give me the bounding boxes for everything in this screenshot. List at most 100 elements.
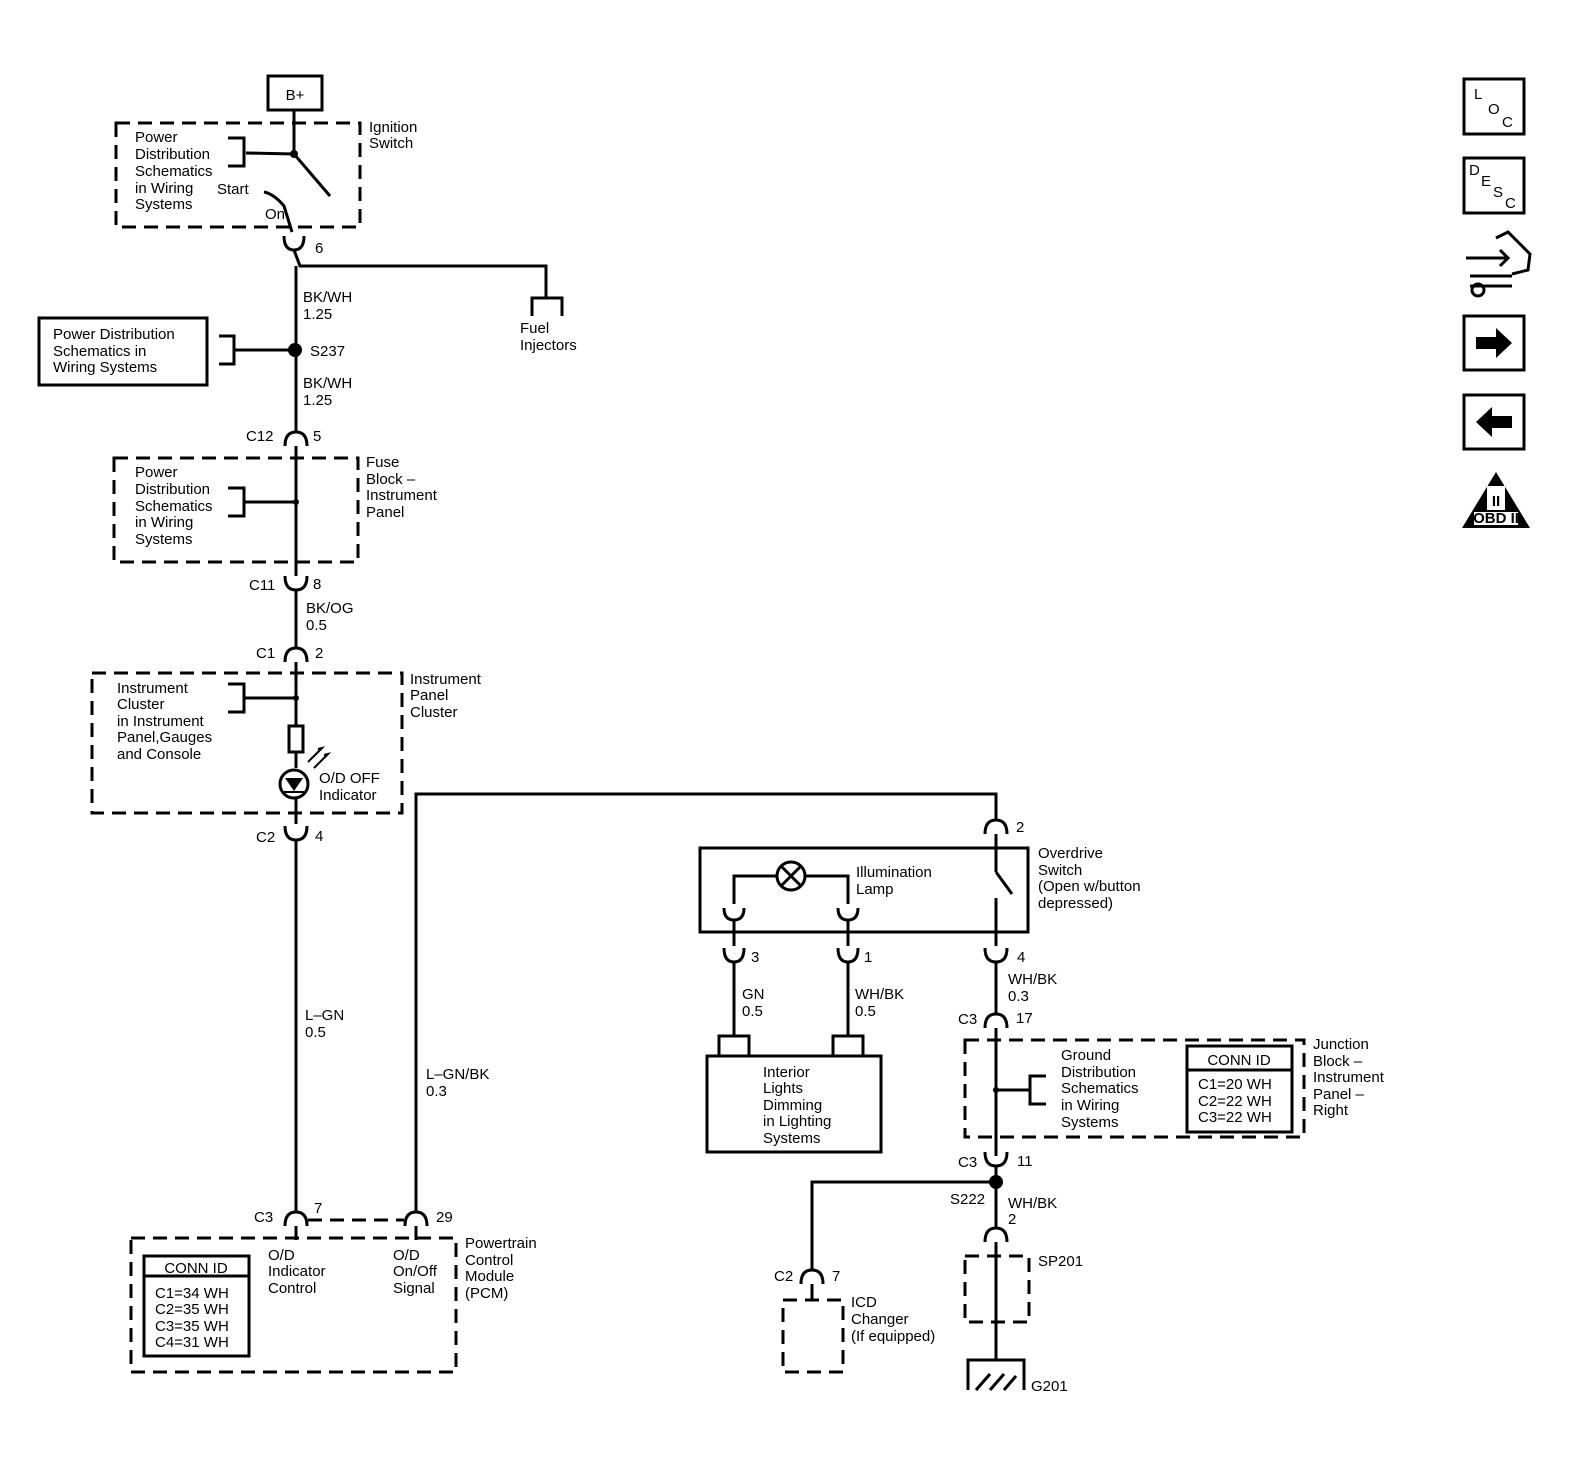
svg-text:Systems: Systems: [1061, 1114, 1119, 1131]
svg-text:Powertrain: Powertrain: [465, 1235, 537, 1252]
svg-text:Ground: Ground: [1061, 1047, 1111, 1064]
wire-label-gn: GN 0.5: [742, 986, 765, 1020]
fuel-injectors: Fuel Injectors: [292, 249, 577, 354]
svg-text:E: E: [1481, 173, 1491, 190]
obd-numeral: II: [1492, 493, 1500, 510]
svg-text:(If equipped): (If equipped): [851, 1328, 935, 1345]
junction-block-name: Junction Block – Instrument Panel – Righ…: [1313, 1036, 1385, 1119]
svg-text:C2=22 WH: C2=22 WH: [1198, 1093, 1272, 1110]
loc-button[interactable]: L O C: [1462, 77, 1526, 136]
next-button[interactable]: [1462, 314, 1526, 372]
svg-text:Instrument: Instrument: [366, 487, 438, 504]
ignition-switch: Power Distribution Schematics in Wiring …: [114, 110, 417, 257]
svg-text:Schematics: Schematics: [1061, 1080, 1139, 1097]
arrow-right-icon: [1476, 328, 1512, 358]
ignition-ref-text: Power Distribution Schematics in Wiring …: [135, 129, 213, 213]
fuse-block-name: Fuse Block – Instrument Panel: [366, 454, 438, 521]
svg-text:Distribution: Distribution: [1061, 1064, 1136, 1081]
wire-label-whbk-2: WH/BK 0.3: [1008, 971, 1057, 1005]
illumination-lamp: [722, 860, 860, 946]
icd-changer: C2 7 ICD Changer (If equipped): [774, 1268, 935, 1374]
svg-text:Instrument: Instrument: [1313, 1069, 1385, 1086]
svg-text:in Lighting: in Lighting: [763, 1113, 831, 1130]
icd-pin-7: 7: [832, 1268, 840, 1285]
svg-text:in Wiring: in Wiring: [135, 514, 193, 531]
od-off-indicator-led: [278, 746, 332, 800]
svg-text:Overdrive: Overdrive: [1038, 845, 1103, 862]
od-indicator-control-label: O/D Indicator Control: [268, 1247, 326, 1297]
svg-text:On/Off: On/Off: [393, 1263, 438, 1280]
cluster-c2-label: C2: [256, 829, 275, 846]
svg-text:S: S: [1493, 184, 1503, 201]
connector-wrench-icon[interactable]: [1466, 230, 1532, 298]
svg-text:depressed): depressed): [1038, 895, 1113, 912]
svg-text:Schematics: Schematics: [135, 163, 213, 180]
svg-text:Lights: Lights: [763, 1080, 803, 1097]
svg-text:Panel: Panel: [410, 687, 448, 704]
wire-label-lgnbk: L–GN/BK 0.3: [426, 1066, 489, 1100]
svg-text:Indicator: Indicator: [268, 1263, 326, 1280]
svg-text:and Console: and Console: [117, 746, 201, 763]
svg-text:C3=35 WH: C3=35 WH: [155, 1318, 229, 1335]
cluster-ref-text: Instrument Cluster in Instrument Panel,G…: [117, 680, 212, 763]
fuse-ref-text: Power Distribution Schematics in Wiring …: [135, 464, 213, 548]
svg-text:(PCM): (PCM): [465, 1285, 508, 1302]
powertrain-control-module: C3 7 29 CONN ID C1=34 WH C2=35 WH C3=35 …: [129, 1200, 537, 1374]
od-switch-pin-1: 1: [864, 949, 872, 966]
obd-ii-button[interactable]: II OBD II: [1462, 472, 1530, 528]
desc-button[interactable]: D E S C: [1462, 156, 1526, 215]
ignition-switch-name-2: Switch: [369, 135, 413, 152]
svg-text:in Wiring: in Wiring: [1061, 1097, 1119, 1114]
jb-conn-id-table: CONN ID C1=20 WH C2=22 WH C3=22 WH: [1185, 1044, 1294, 1134]
svg-text:Cluster: Cluster: [410, 704, 458, 721]
od-switch-pin-3: 3: [751, 949, 759, 966]
svg-text:G201: G201: [1031, 1378, 1068, 1395]
lamp-label-2: Lamp: [856, 881, 894, 898]
svg-text:Distribution: Distribution: [135, 481, 210, 498]
svg-text:ICD: ICD: [851, 1294, 877, 1311]
svg-text:Dimming: Dimming: [763, 1097, 822, 1114]
svg-text:0.3: 0.3: [1008, 988, 1029, 1005]
svg-text:C2=35 WH: C2=35 WH: [155, 1301, 229, 1318]
svg-text:in Instrument: in Instrument: [117, 713, 205, 730]
svg-text:Systems: Systems: [135, 531, 193, 548]
battery-supply: B+: [266, 74, 324, 112]
svg-text:Control: Control: [465, 1252, 513, 1269]
svg-text:BK/WH: BK/WH: [303, 375, 352, 392]
battery-label: B+: [286, 87, 305, 104]
svg-text:L: L: [1474, 86, 1482, 103]
ignition-switch-name-1: Ignition: [369, 119, 417, 136]
wire-label-bkog: BK/OG 0.5: [306, 600, 354, 634]
fuse-c11-pin: 8: [313, 576, 321, 593]
previous-button[interactable]: [1462, 393, 1526, 451]
start-position-label: Start: [217, 181, 250, 198]
svg-text:0.5: 0.5: [742, 1003, 763, 1020]
svg-text:O/D: O/D: [393, 1247, 420, 1264]
ignition-pin-6: 6: [315, 240, 323, 257]
pcm-conn-id-table: CONN ID C1=34 WH C2=35 WH C3=35 WH C4=31…: [142, 1254, 251, 1358]
svg-text:(Open w/button: (Open w/button: [1038, 878, 1141, 895]
wire-label-whbk-1: WH/BK 0.5: [855, 986, 904, 1020]
wire-label-whbk-3: WH/BK 2: [1008, 1195, 1057, 1228]
cluster-c1-pin: 2: [315, 645, 323, 662]
svg-text:Block –: Block –: [366, 471, 416, 488]
svg-text:D: D: [1469, 162, 1480, 179]
svg-text:Interior: Interior: [763, 1064, 810, 1081]
svg-text:Panel: Panel: [366, 504, 404, 521]
svg-text:Schematics in: Schematics in: [53, 343, 146, 360]
svg-text:WH/BK: WH/BK: [1008, 1195, 1057, 1212]
svg-text:1.25: 1.25: [303, 306, 332, 323]
svg-text:Right: Right: [1313, 1102, 1349, 1119]
svg-text:Fuel: Fuel: [520, 320, 549, 337]
svg-text:Power: Power: [135, 129, 178, 146]
svg-text:Power: Power: [135, 464, 178, 481]
interior-lights-dimming: Interior Lights Dimming in Lighting Syst…: [705, 1034, 883, 1154]
pcm-c3-label: C3: [254, 1209, 273, 1226]
cluster-c2-pin: 4: [315, 828, 323, 845]
svg-text:1.25: 1.25: [303, 392, 332, 409]
svg-text:L–GN: L–GN: [305, 1007, 344, 1024]
jb-pin-11: 11: [1017, 1153, 1033, 1170]
pcm-pin-7: 7: [314, 1200, 322, 1217]
svg-text:Panel,Gauges: Panel,Gauges: [117, 729, 212, 746]
sp201: SP201: [963, 1226, 1083, 1334]
